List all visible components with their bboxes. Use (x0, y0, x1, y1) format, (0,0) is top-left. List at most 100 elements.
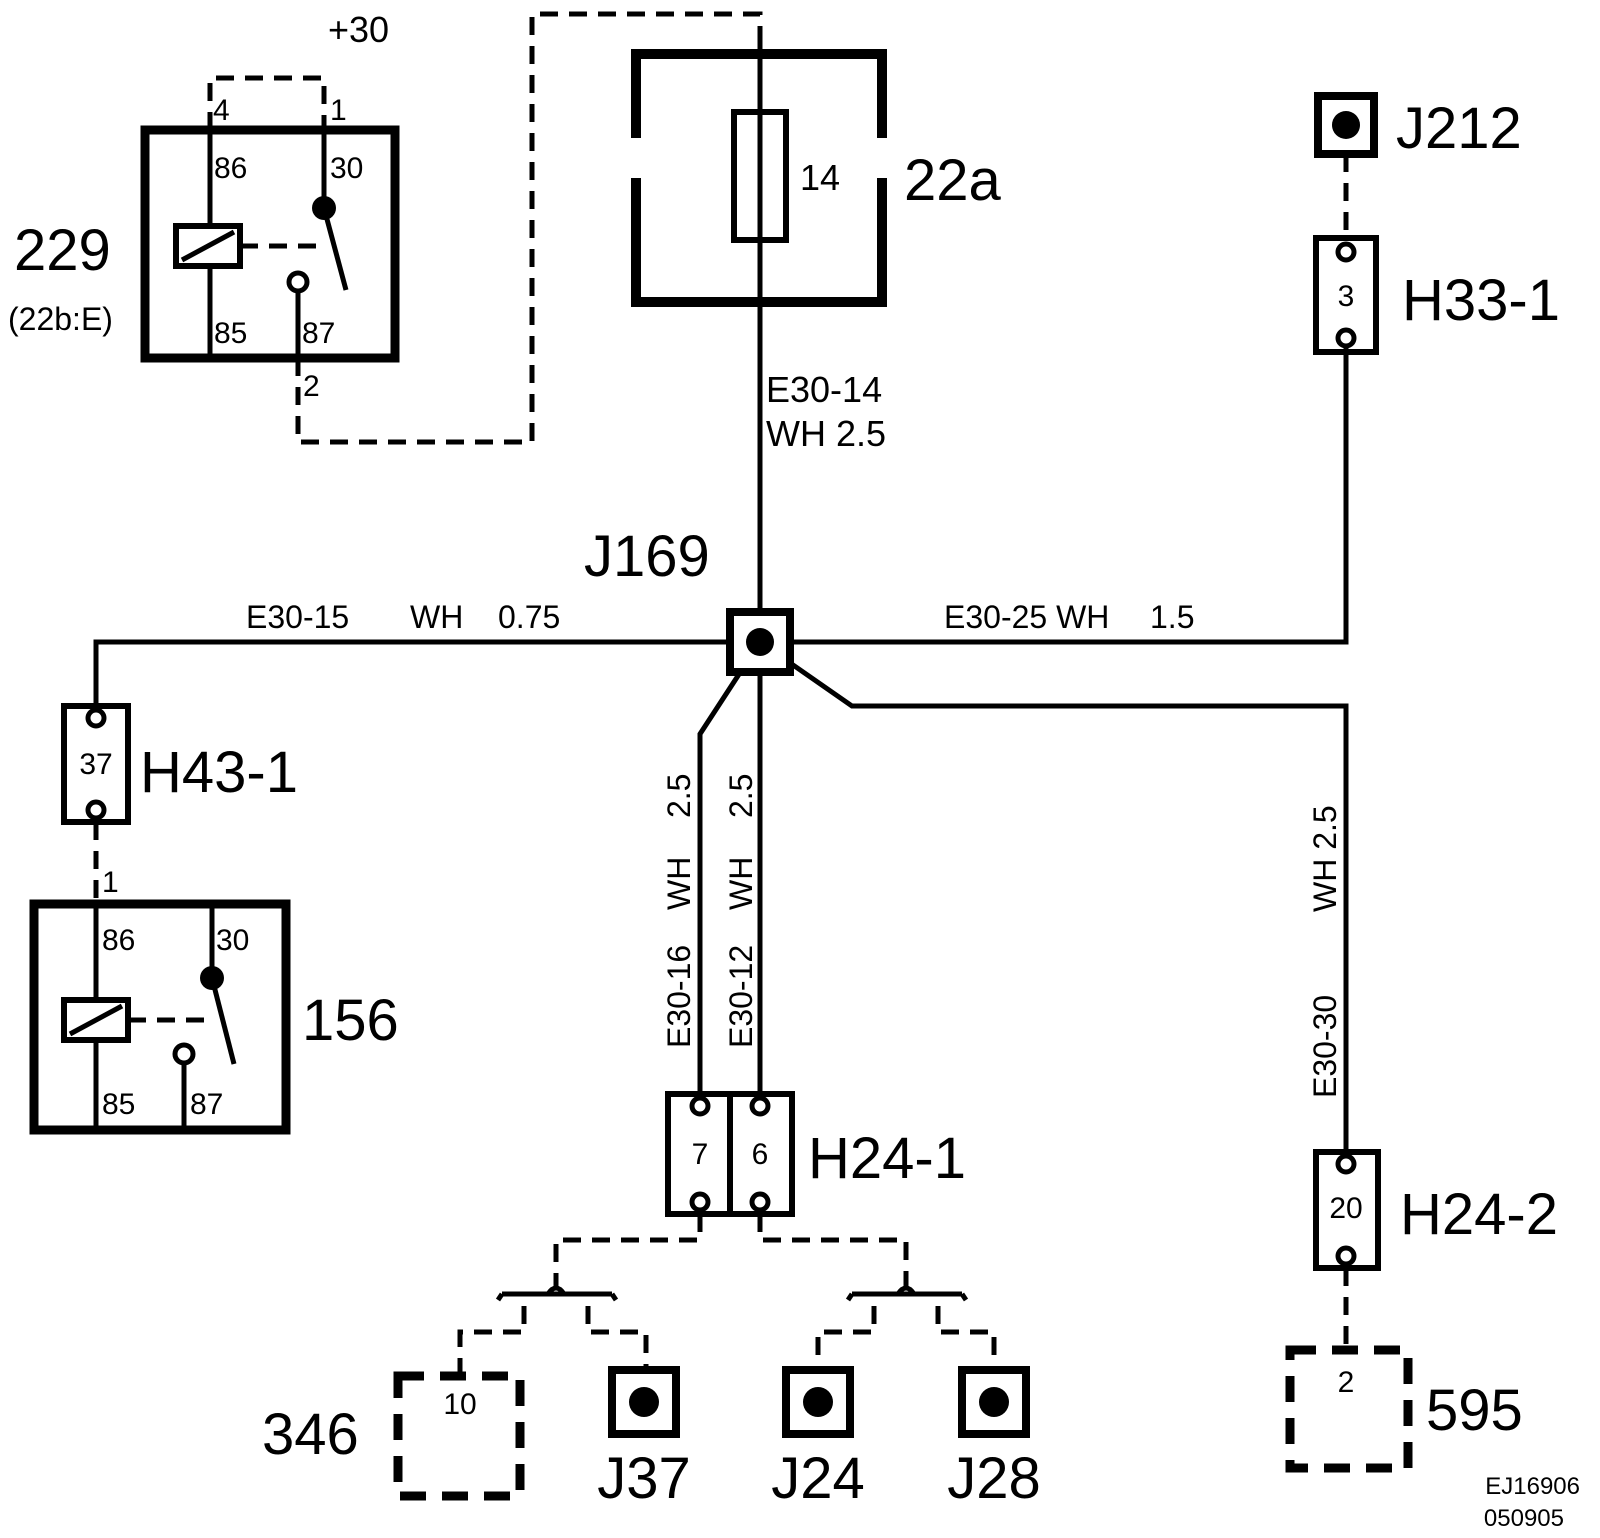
relay-229-to-fuse-dash (295, 11, 763, 445)
j212-label: J212 (1396, 96, 1522, 161)
fuse-box-22a: 14 22a (631, 30, 1002, 640)
pin7-splice-hump (545, 1285, 567, 1296)
relay-156-body (29, 899, 291, 1135)
pin6-to-j28-dash (935, 1306, 997, 1370)
pin6-splice-right-tick (959, 1292, 969, 1302)
relay-229-switch-arm (321, 207, 349, 291)
connector-h33-1: 3 H33-1 (1313, 235, 1560, 355)
h33-1-bottom-hole (1335, 327, 1357, 349)
relay-156-coil-slash (68, 1003, 124, 1037)
connector-h24-2: 20 H24-2 (1313, 1149, 1558, 1271)
connector-j24: J24 (771, 1366, 865, 1511)
h43-1-bottom-hole (85, 799, 107, 821)
pin6-branch-trunk (757, 1214, 909, 1286)
h24-1-label: H24-1 (808, 1126, 966, 1191)
relay-229-pin87-label: 87 (302, 317, 335, 350)
j212-dot (1332, 111, 1360, 139)
wire-e30-16-label: E30-16 WH 2.5 (661, 774, 697, 1048)
h33-1-pin: 3 (1338, 280, 1355, 313)
relay-156-pin87-label: 87 (190, 1088, 223, 1121)
h24-2-label: H24-2 (1400, 1182, 1558, 1247)
relay-229-sublabel: (22b:E) (8, 301, 113, 337)
relay-229-supply-label: +30 (328, 9, 389, 50)
j28-label: J28 (947, 1446, 1041, 1511)
connector-j212: J212 (1314, 92, 1522, 161)
junction-j169 (726, 608, 794, 676)
pin6-to-j24-dash (815, 1306, 877, 1370)
pin7-splice-left-tick (495, 1292, 505, 1302)
pin7-to-346-dash (457, 1306, 527, 1372)
relay-229-pin4-label: 4 (213, 94, 230, 127)
component-595-pin: 2 (1338, 1366, 1355, 1399)
component-346: 10 346 (262, 1371, 525, 1501)
h24-1-pin6-bottom (749, 1191, 771, 1213)
pin6-branch (757, 1214, 997, 1370)
wire-e30-25-gauge: 1.5 (1150, 599, 1194, 635)
j169-dot (746, 628, 774, 656)
relay-156-label: 156 (302, 988, 399, 1053)
wire-e30-16-code: E30-16 (661, 945, 697, 1048)
wire-e30-16-color: WH (661, 857, 697, 910)
j37-dot (629, 1387, 659, 1417)
footer-date: 050905 (1484, 1505, 1564, 1532)
h24-2-top-hole (1335, 1153, 1357, 1175)
h24-2-bottom-hole (1335, 1245, 1357, 1267)
wire-e30-14-code: E30-14 (766, 369, 882, 410)
relay-229-pin85-label: 85 (214, 317, 247, 350)
pin6-splice-hump (895, 1285, 917, 1296)
component-346-label: 346 (262, 1402, 359, 1467)
j28-dot (979, 1387, 1009, 1417)
j24-body (782, 1366, 854, 1438)
j28-body (958, 1366, 1030, 1438)
pin6-splice-left-tick (845, 1292, 855, 1302)
pin7-splice-right-tick (609, 1292, 619, 1302)
wire-e30-12-code: E30-12 (723, 945, 759, 1048)
relay-229: +30 4 1 86 30 85 87 2 229 (22b:E) (8, 9, 763, 445)
h43-1-pin: 37 (79, 748, 112, 781)
relay-229-coil-slash (180, 229, 236, 263)
relay-229-pin2-label: 2 (303, 370, 320, 403)
fuse-box-label: 22a (904, 148, 1002, 213)
connector-j28: J28 (947, 1366, 1041, 1511)
wire-e30-15-gauge: 0.75 (498, 599, 560, 635)
h24-1-pin7-top (689, 1095, 711, 1117)
j169-label: J169 (584, 524, 710, 589)
wire-e30-25-code: E30-25 WH (944, 599, 1109, 635)
relay-156-pin85-label: 85 (102, 1088, 135, 1121)
h43-1-label: H43-1 (140, 740, 298, 805)
component-346-body (393, 1371, 525, 1501)
wire-e30-16-gauge: 2.5 (661, 774, 697, 818)
wire-e30-30-label: E30-30 WH 2.5 (1307, 805, 1343, 1098)
j24-dot (803, 1387, 833, 1417)
pin7-branch-trunk (553, 1214, 703, 1286)
wire-e30-14-spec: WH 2.5 (766, 413, 886, 454)
relay-229-pin87-contact (286, 270, 310, 294)
relay-229-supply-dash (207, 75, 327, 130)
wire-e30-15 (93, 639, 760, 712)
component-346-pin: 10 (443, 1388, 476, 1421)
h24-1-pin6-top (749, 1095, 771, 1117)
wire-e30-25 (760, 346, 1349, 645)
component-595-label: 595 (1426, 1378, 1523, 1443)
component-595: 2 595 (1285, 1345, 1523, 1473)
wire-e30-12-color: WH (723, 857, 759, 910)
relay-229-pin30-label: 30 (330, 152, 363, 185)
pin7-to-j37-dash (585, 1306, 649, 1370)
relay-156-pin87-contact (172, 1042, 196, 1066)
relay-156: 1 86 30 85 87 156 (29, 866, 399, 1135)
wire-e30-30-spec: WH 2.5 (1307, 805, 1343, 912)
h33-1-label: H33-1 (1402, 268, 1560, 333)
pin7-branch (457, 1214, 703, 1372)
h24-1-pin7-bottom (689, 1191, 711, 1213)
relay-156-switch-arm (209, 977, 237, 1065)
footer-ref: EJ16906 (1485, 1473, 1580, 1500)
relay-229-pin86-label: 86 (214, 152, 247, 185)
h24-1-pin6: 6 (752, 1138, 769, 1171)
j37-body (608, 1366, 680, 1438)
fuse-14-label: 14 (800, 157, 840, 198)
connector-j37: J37 (597, 1366, 691, 1511)
connector-h43-1: 37 H43-1 (61, 703, 298, 825)
relay-156-pin30-label: 30 (216, 924, 249, 957)
wire-e30-30 (758, 639, 1349, 1158)
h24-1-pin7: 7 (692, 1138, 709, 1171)
